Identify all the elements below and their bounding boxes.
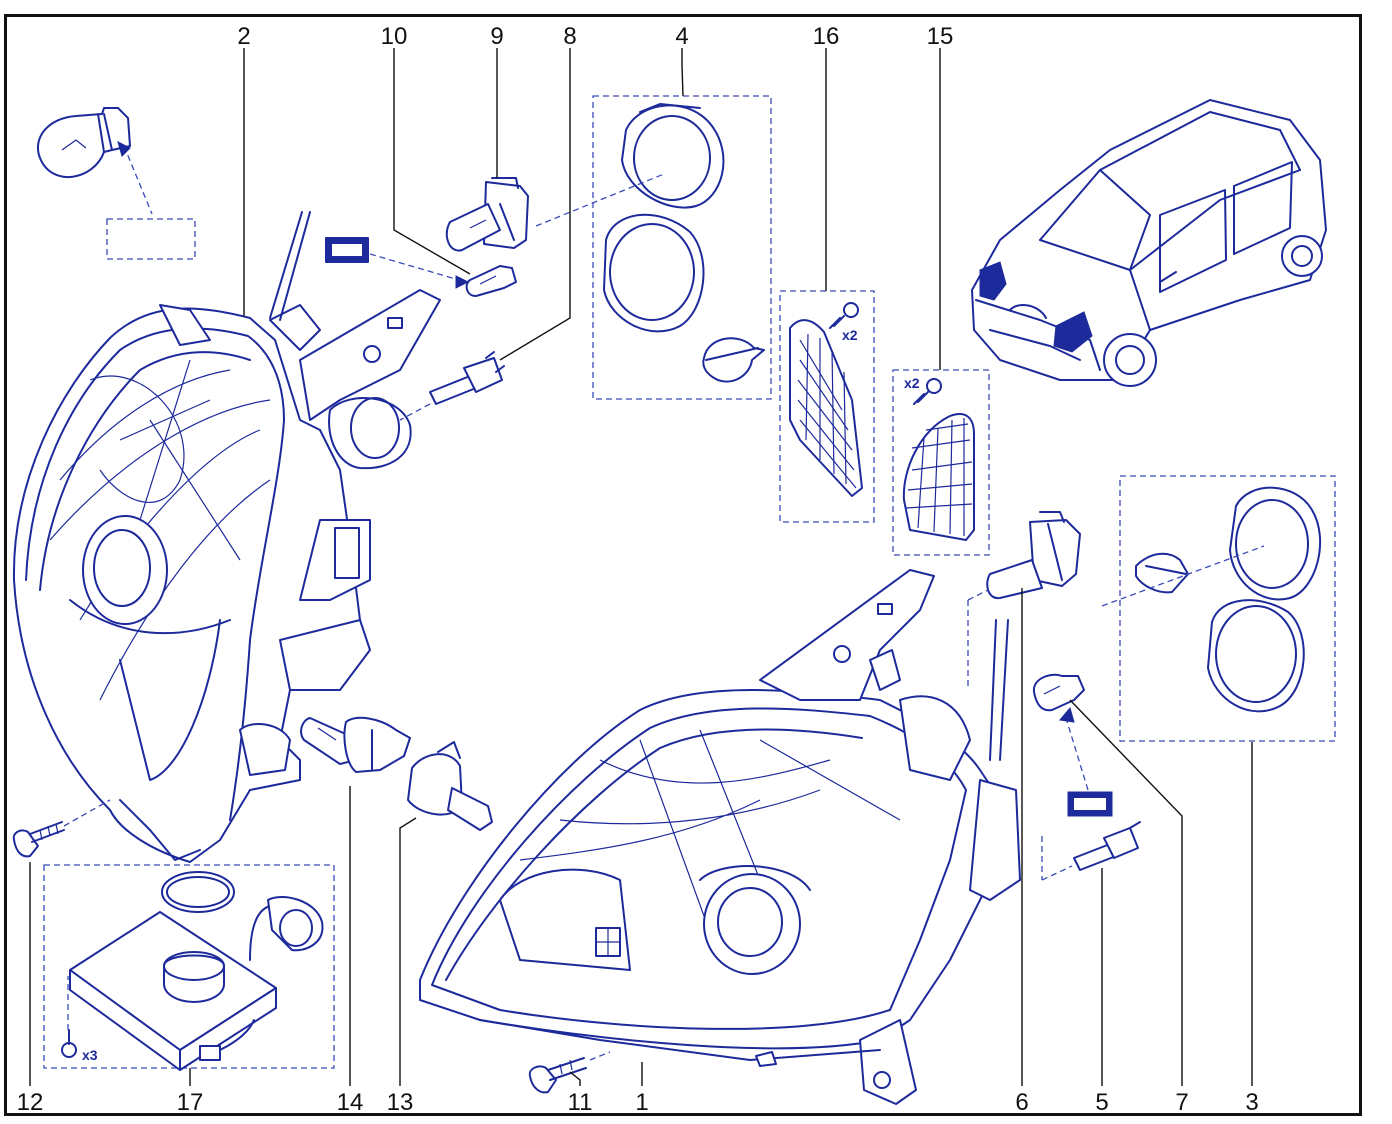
bulb-14-icon <box>300 716 411 773</box>
vent-grille-16: x2 <box>789 302 863 497</box>
screw-icon <box>829 302 859 329</box>
bulb-6-h4-icon <box>967 511 1081 690</box>
callout-8: 8 <box>563 23 576 50</box>
callout-7: 7 <box>1175 1089 1188 1116</box>
callout-9: 9 <box>490 23 503 50</box>
group-box-16 <box>779 290 875 523</box>
vent-grille-15: x2 <box>902 375 975 541</box>
highlight-headlamp-right <box>1053 311 1093 353</box>
bulb-13-icon <box>407 741 493 831</box>
group-box-4 <box>592 95 772 400</box>
callout-16: 16 <box>813 23 840 50</box>
callout-3: 3 <box>1245 1089 1258 1116</box>
callout-12: 12 <box>17 1089 44 1116</box>
bulb-5-icon <box>1041 821 1141 881</box>
callout-6: 6 <box>1015 1089 1028 1116</box>
callout-14: 14 <box>337 1089 364 1116</box>
bulb-9-h4-icon <box>445 177 529 252</box>
group-box-17 <box>43 864 335 1069</box>
qty-label-17: x3 <box>82 1047 98 1063</box>
screw-12-icon <box>12 799 111 858</box>
highlight-headlamp-left <box>979 261 1007 301</box>
qty-label-15: x2 <box>904 375 920 391</box>
callout-1: 1 <box>635 1089 648 1116</box>
ballast-module-17: x3 <box>61 871 324 1071</box>
bulb-8-icon <box>399 351 505 421</box>
callout-5: 5 <box>1095 1089 1108 1116</box>
cover-rings-4 <box>535 103 765 383</box>
callout-10: 10 <box>381 23 408 50</box>
callout-13: 13 <box>387 1089 414 1116</box>
callout-2: 2 <box>237 23 250 50</box>
screw-icon <box>913 378 942 405</box>
cover-rings-3 <box>1101 486 1321 713</box>
callout-17: 17 <box>177 1089 204 1116</box>
callout-11: 11 <box>568 1089 593 1116</box>
bulb-7-wedge-icon <box>1032 673 1113 817</box>
diagram-frame <box>4 14 1362 1116</box>
leader-lines <box>29 48 1253 1086</box>
arrow-icon <box>117 141 131 157</box>
qty-label-16: x2 <box>842 327 858 343</box>
callout-15: 15 <box>927 23 954 50</box>
screw-11-icon <box>528 1051 611 1094</box>
callout-4: 4 <box>675 23 688 50</box>
left-headlamp-unit <box>12 211 441 863</box>
side-bulb-icon <box>37 107 153 215</box>
screw-icon <box>61 1029 77 1058</box>
callout-numbers: 2 10 9 8 4 16 15 12 17 14 13 11 1 6 5 7 … <box>17 23 1259 1116</box>
bulb-10-wedge-icon <box>325 237 517 297</box>
car-location-icon <box>971 99 1327 387</box>
right-headlamp-unit <box>419 569 1021 1105</box>
bulb-label-box <box>106 218 196 260</box>
